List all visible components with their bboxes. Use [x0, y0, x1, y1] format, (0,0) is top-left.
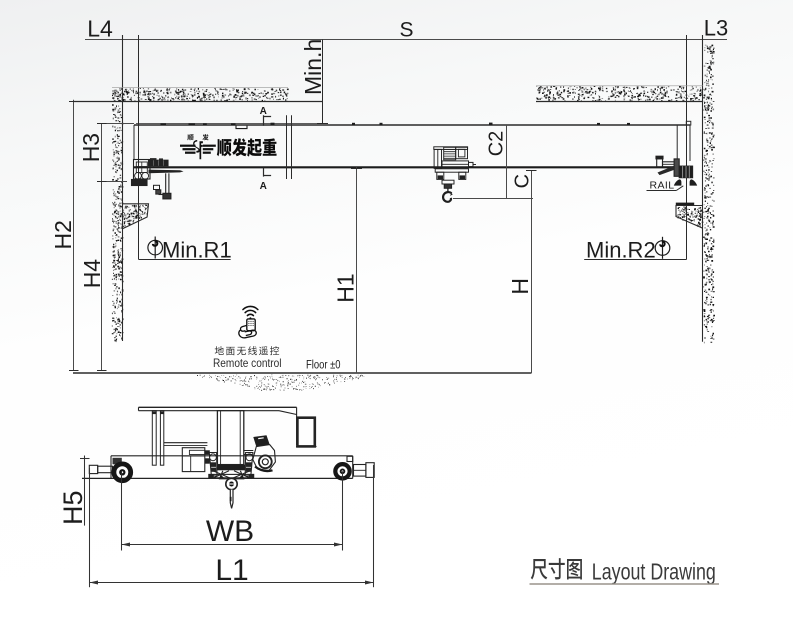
svg-text:H5: H5: [58, 490, 88, 525]
svg-text:Floor ±0: Floor ±0: [306, 359, 341, 371]
svg-text:Min.R1: Min.R1: [162, 237, 232, 262]
svg-text:Min.R2: Min.R2: [586, 238, 656, 263]
svg-text:H3: H3: [78, 133, 104, 162]
svg-text:H2: H2: [50, 220, 76, 249]
svg-text:L4: L4: [87, 15, 113, 41]
svg-text:C2: C2: [486, 131, 508, 157]
svg-text:H1: H1: [333, 273, 359, 302]
svg-text:L3: L3: [704, 15, 728, 40]
svg-text:Min.h: Min.h: [300, 39, 326, 95]
svg-text:L1: L1: [215, 554, 248, 587]
svg-text:A: A: [260, 181, 267, 192]
svg-text:S: S: [399, 19, 413, 42]
svg-text:A: A: [260, 106, 267, 117]
svg-text:Layout Drawing: Layout Drawing: [592, 558, 716, 584]
svg-text:C: C: [512, 174, 534, 188]
svg-text:WB: WB: [206, 515, 254, 548]
svg-text:H4: H4: [79, 259, 105, 289]
svg-text:RAIL: RAIL: [650, 180, 675, 192]
svg-text:H: H: [507, 278, 533, 295]
svg-text:Remote control: Remote control: [213, 356, 282, 370]
